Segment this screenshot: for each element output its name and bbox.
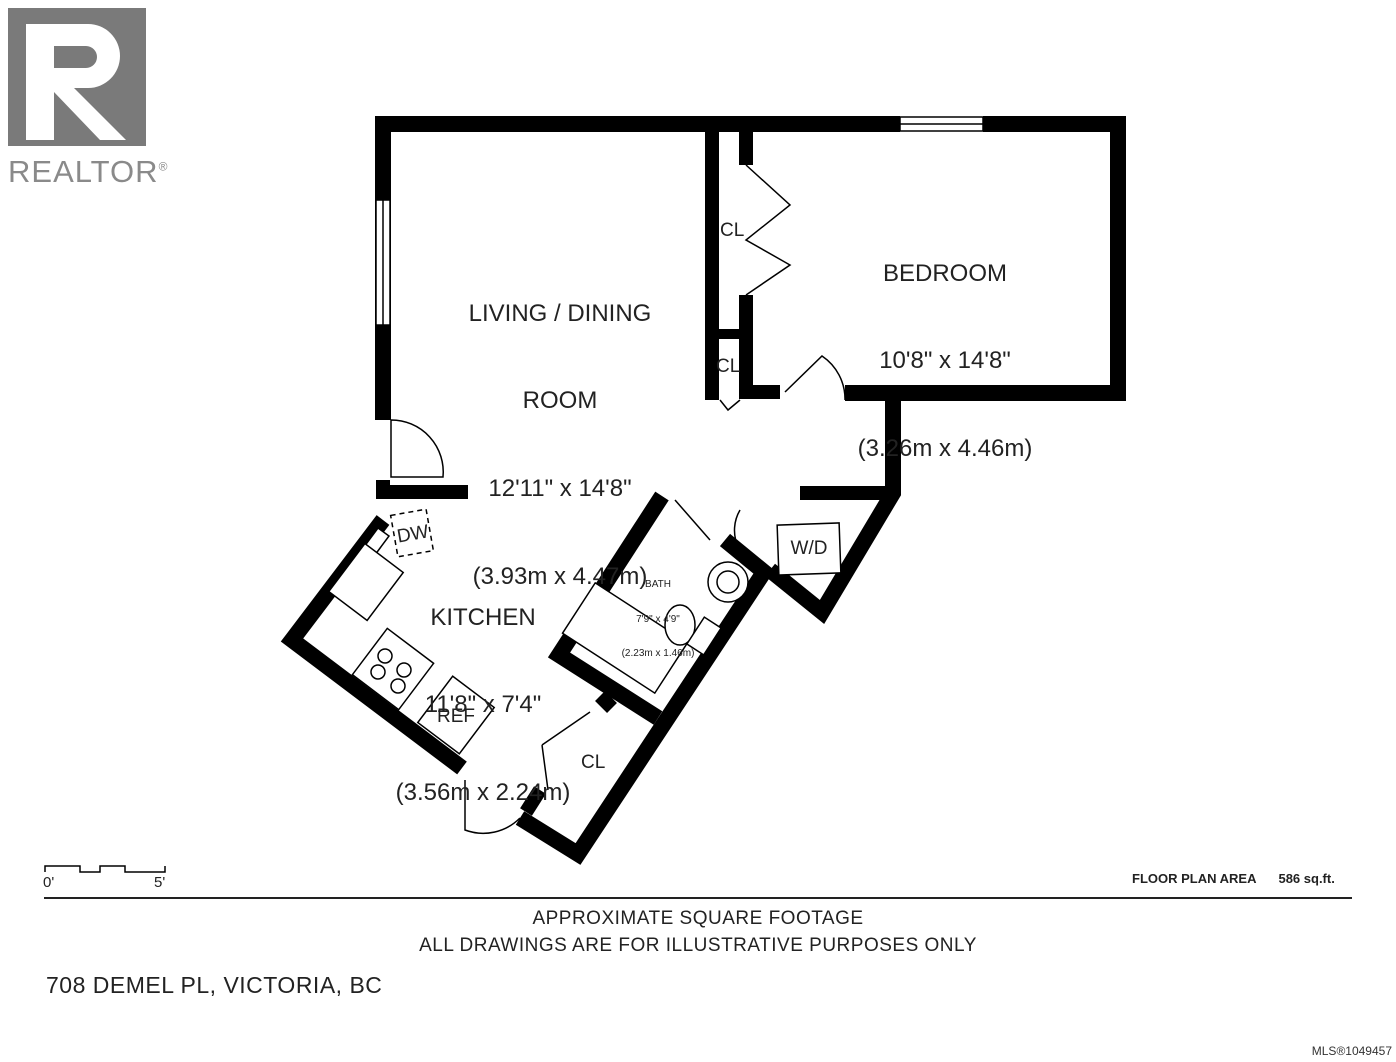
toilet [664, 604, 696, 646]
disclaimer-line-1: APPROXIMATE SQUARE FOOTAGE [532, 908, 864, 929]
closet-label-hall: CL [581, 752, 606, 773]
scale-bar [44, 865, 166, 873]
scale-end: 5' [154, 874, 166, 891]
closet-label-bedroom: CL [720, 220, 745, 241]
cl2-door [719, 399, 741, 412]
closet-hall-door [541, 711, 591, 791]
realtor-wordmark: REALTOR® [8, 154, 169, 189]
wd-unit [776, 522, 842, 576]
realtor-logo: REALTOR® [8, 8, 167, 189]
bedroom-label: BEDROOM 10'8" x 14'8" (3.26m x 4.46m) [857, 259, 1033, 463]
top-wall-far-right [845, 116, 1126, 401]
kitchen-label: KITCHEN 11'8" x 7'4" (3.56m x 2.24m) [395, 603, 571, 807]
closet-stub [520, 786, 546, 816]
scale-start: 0' [43, 874, 55, 891]
sink [327, 542, 405, 622]
bedroom-left-wall-bottom [739, 295, 780, 399]
closet-label-small: CL [716, 356, 741, 377]
fridge [416, 675, 496, 755]
mls-number: MLS®1049457 [1311, 1044, 1392, 1058]
disclaimer-line-2: ALL DRAWINGS ARE FOR ILLUSTRATIVE PURPOS… [419, 935, 977, 956]
realtor-r-icon [8, 8, 146, 146]
corridor-right-wall [764, 393, 901, 625]
bedroom-door [784, 355, 846, 401]
closet-door [744, 164, 792, 296]
living-dining-label: LIVING / DINING ROOM 12'11" x 14'8" (3.9… [468, 299, 652, 590]
floor-area-label: FLOOR PLAN AREA [1132, 871, 1257, 886]
fridge-label: REF [437, 706, 475, 727]
property-address: 708 DEMEL PL, VICTORIA, BC [46, 972, 383, 998]
floor-plan-area: FLOOR PLAN AREA 586 sq.ft. [1132, 871, 1335, 886]
entry-door [390, 419, 444, 478]
bath-wall [547, 491, 669, 725]
bathtub [561, 581, 689, 695]
closet-stub-2 [595, 691, 617, 713]
hall-door [464, 780, 521, 835]
floor-area-value: 586 sq.ft. [1278, 871, 1335, 886]
dishwasher-label: DW [395, 521, 431, 548]
kitchen-top-wall [376, 480, 468, 499]
wd-door [733, 509, 771, 571]
dishwasher [389, 508, 435, 558]
stove [351, 627, 435, 711]
bath-label: BATH 7'9" x 4'9" (2.23m x 1.46m) [621, 579, 695, 659]
bath-door [674, 499, 711, 541]
washer-dryer-label: W/D [790, 538, 828, 559]
footer-divider [44, 897, 1352, 899]
